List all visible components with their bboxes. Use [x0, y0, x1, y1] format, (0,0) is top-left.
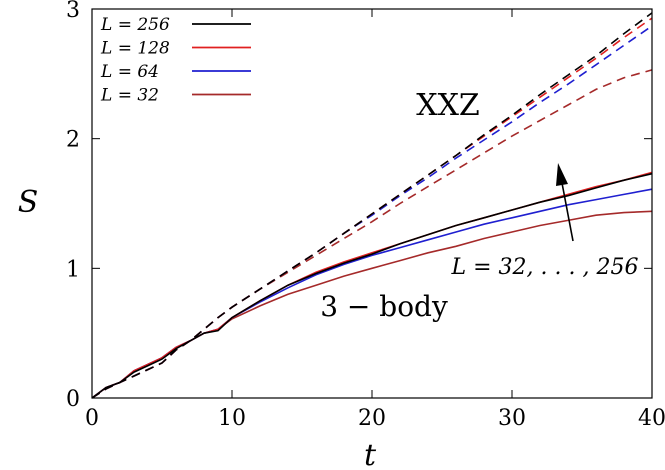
y-tick-label: 2 [66, 128, 80, 153]
x-tick-label: 30 [498, 406, 526, 431]
series-three-body-l-128 [91, 171, 653, 399]
x-tick-label: 0 [85, 406, 99, 431]
plot-frame [91, 8, 653, 399]
x-tick-label: 40 [638, 406, 665, 431]
legend-label: L = 32 [100, 86, 159, 106]
axis-ticks [91, 8, 653, 399]
x-tick-label: 10 [218, 406, 246, 431]
legend-label: L = 128 [100, 39, 170, 59]
x-tick-label: 20 [358, 406, 386, 431]
arrow-annotation [556, 163, 574, 242]
series-three-body-l-256 [91, 172, 653, 399]
legend: L = 256 L = 128 L = 64 L = 32 [100, 15, 251, 106]
y-tick-label: 3 [66, 0, 80, 23]
y-tick-labels: 0 1 2 3 [66, 0, 80, 412]
annotation-range: L = 32, . . . , 256 [451, 255, 639, 280]
y-tick-label: 1 [66, 257, 80, 282]
legend-label: L = 64 [100, 62, 159, 82]
y-tick-label: 0 [66, 387, 80, 412]
x-axis-label: t [364, 438, 377, 470]
x-tick-labels: 0 10 20 30 40 [85, 406, 665, 431]
plot-lines [91, 12, 653, 399]
legend-label: L = 256 [100, 15, 170, 35]
annotation-xxz: XXZ [416, 88, 480, 123]
annotation-three-body: 3 − body [320, 290, 448, 323]
series-xxz-l-256 [91, 12, 653, 399]
y-axis-label: S [18, 185, 39, 220]
